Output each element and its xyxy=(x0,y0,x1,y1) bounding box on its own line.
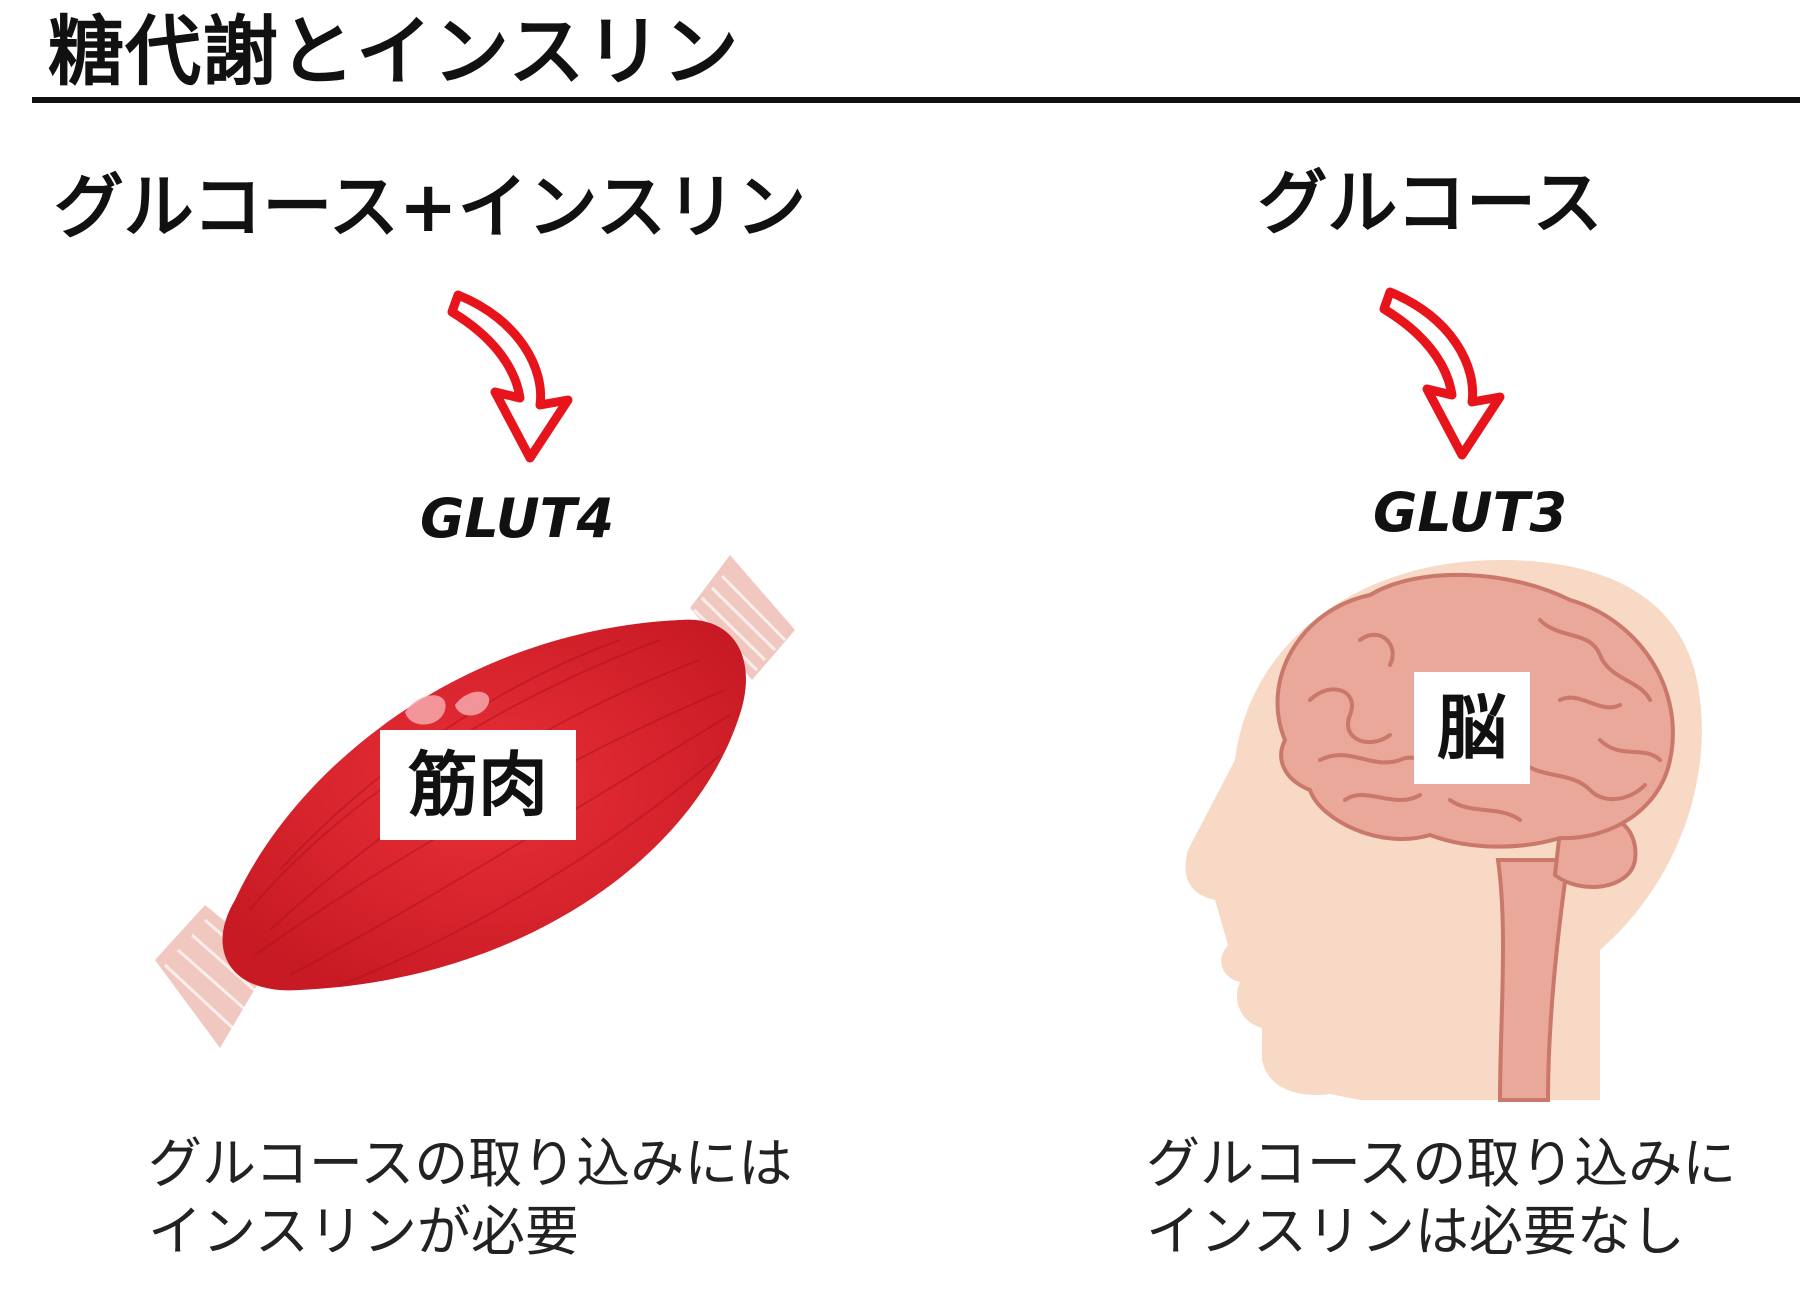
left-heading: グルコース+インスリン xyxy=(53,166,807,248)
right-heading: グルコース xyxy=(1257,162,1603,244)
glut4-label: GLUT4 xyxy=(420,487,615,550)
muscle-highlight xyxy=(405,695,446,725)
right-caption-line2: インスリンは必要なし xyxy=(1146,1200,1685,1263)
right-down-arrow xyxy=(1379,287,1505,460)
brain-label: 脳 xyxy=(1414,672,1530,784)
right-caption-line1: グルコースの取り込みに xyxy=(1146,1132,1737,1195)
brain-stem xyxy=(1495,858,1571,1102)
left-caption: グルコースの取り込みには インスリンが必要 xyxy=(148,1130,792,1266)
right-caption: グルコースの取り込みに インスリンは必要なし xyxy=(1146,1130,1736,1266)
brain-folds xyxy=(1308,618,1662,822)
glut3-label: GLUT3 xyxy=(1373,481,1568,544)
title-underline xyxy=(32,97,1800,103)
page-title: 糖代謝とインスリン xyxy=(48,7,740,96)
muscle-tendon-top xyxy=(690,555,795,680)
head-brain-illustration xyxy=(1185,560,1702,1102)
left-caption-line1: グルコースの取り込みには xyxy=(148,1132,793,1195)
left-down-arrow xyxy=(447,290,573,463)
left-caption-line2: インスリンが必要 xyxy=(148,1200,579,1263)
muscle-label: 筋肉 xyxy=(380,730,576,840)
